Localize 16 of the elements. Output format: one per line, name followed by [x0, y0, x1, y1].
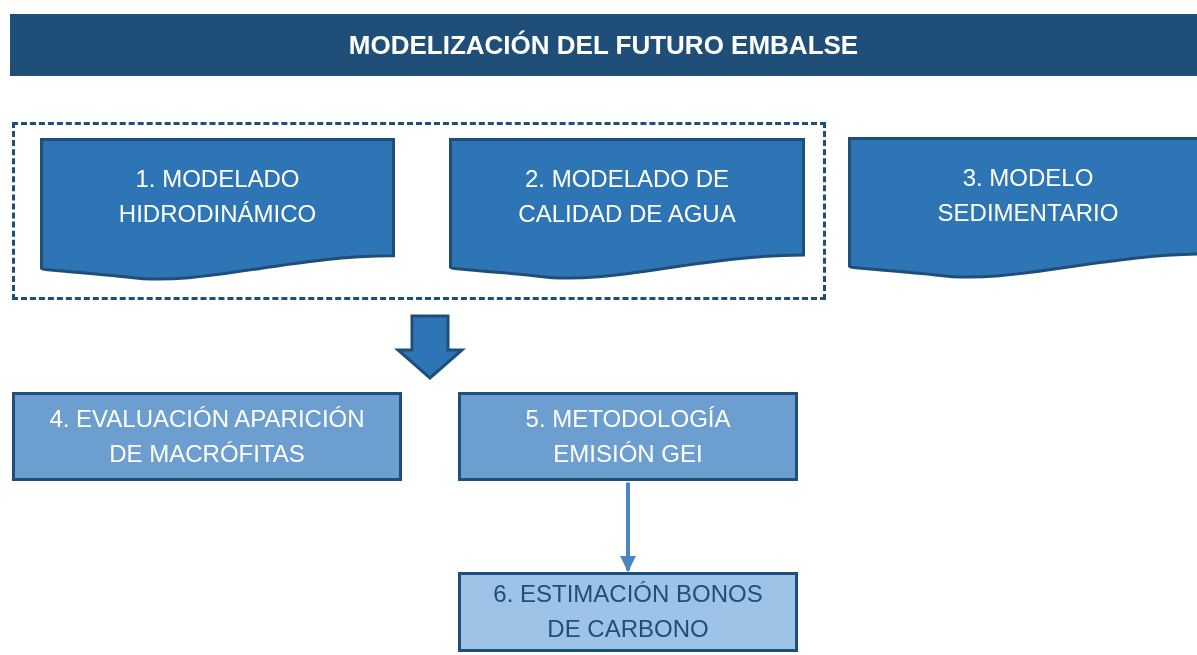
- node-label: 2. MODELADO DE CALIDAD DE AGUA: [517, 164, 737, 229]
- dashed-group-frame: [12, 122, 826, 300]
- node-label: 6. ESTIMACIÓN BONOS DE CARBONO: [492, 579, 764, 644]
- process-box: [458, 392, 798, 481]
- node-label: 5. METODOLOGÍA EMISIÓN GEI: [524, 403, 732, 469]
- document-shape: [449, 138, 805, 279]
- title-banner: MODELIZACIÓN DEL FUTURO EMBALSE: [10, 14, 1197, 76]
- arrow: [620, 482, 636, 573]
- process-box: [458, 572, 798, 652]
- block-arrow: [394, 314, 466, 380]
- process-box: [12, 392, 402, 481]
- node-label: 3. MODELO SEDIMENTARIO: [936, 163, 1120, 228]
- node-label: 4. EVALUACIÓN APARICIÓN DE MACRÓFITAS: [48, 403, 366, 469]
- document-shape: [848, 137, 1197, 278]
- document-shape: [40, 138, 395, 280]
- node-label: 1. MODELADO HIDRODINÁMICO: [117, 164, 318, 229]
